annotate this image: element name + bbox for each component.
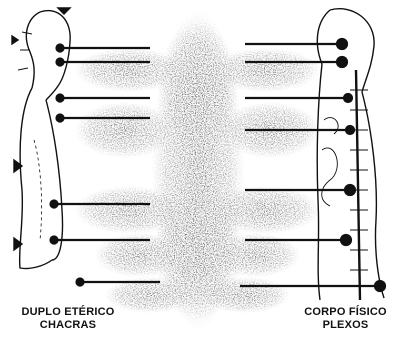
left-caption-line2: CHACRAS: [4, 319, 132, 332]
physical-body-figure: [317, 9, 384, 300]
right-caption: CORPO FÍSICO PLEXOS: [296, 306, 395, 332]
right-caption-line1: CORPO FÍSICO: [296, 306, 395, 319]
left-caption-line1: DUPLO ETÉRICO: [4, 306, 132, 319]
right-caption-line2: PLEXOS: [296, 319, 395, 332]
left-caption: DUPLO ETÉRICO CHACRAS: [4, 306, 132, 332]
